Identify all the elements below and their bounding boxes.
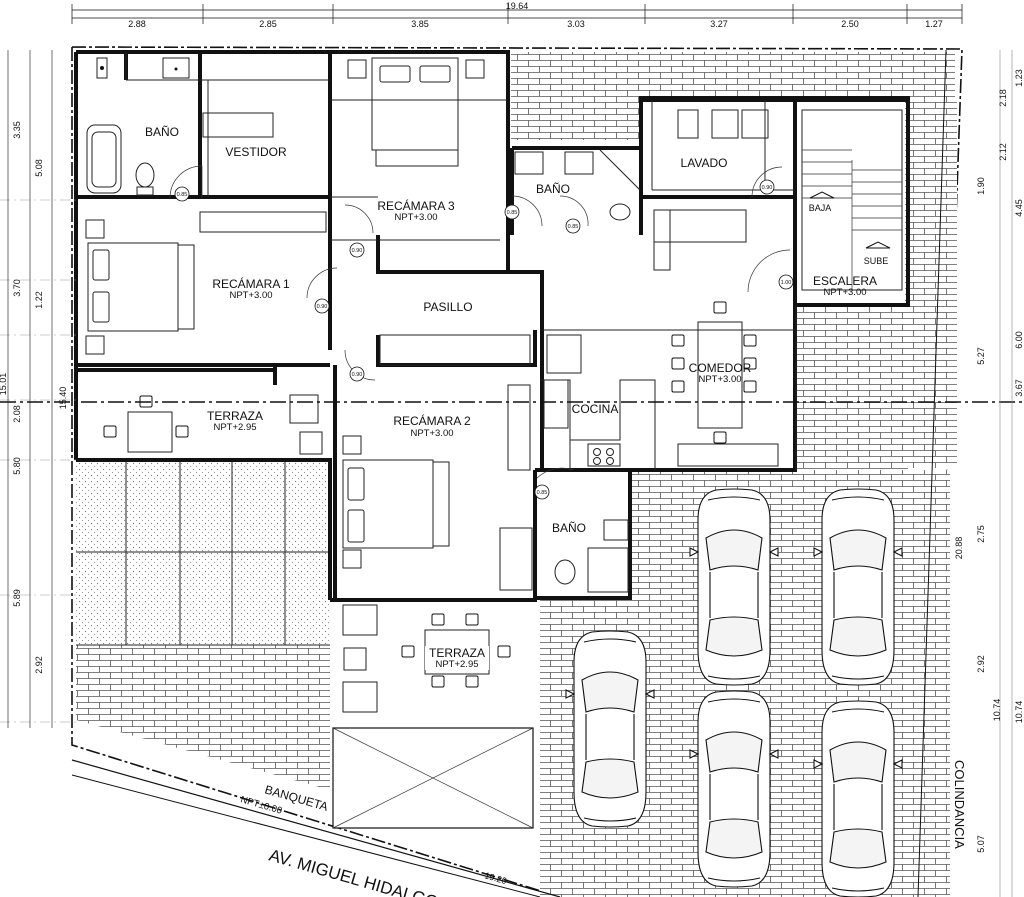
room-label-pasillo: PASILLO: [423, 300, 472, 314]
dimension-right-12: 2.92: [976, 655, 986, 673]
room-label-comedor: COMEDOR: [689, 361, 752, 375]
room-level-recamara-3: NPT+3.00: [394, 212, 437, 223]
dimension-top-total: 19.64: [506, 1, 529, 11]
left-dimensions: 3.35 3.70 2.08 5.80 5.89 5.08 1.22 15.40…: [0, 121, 68, 674]
dimension-left-6: 5.08: [34, 159, 44, 177]
dimension-right-3: 6.00: [1014, 331, 1024, 349]
door-width-7: 0.90: [762, 185, 773, 191]
dimension-left-8: 15.40: [58, 387, 68, 410]
room-label-bano-1: BAÑO: [145, 125, 179, 139]
stair-label-baja: BAJA: [809, 203, 832, 213]
room-level-recamara-1: NPT+3.00: [229, 290, 272, 301]
room-labels: BAÑO VESTIDOR RECÁMARA 3 NPT+3.00 BAÑO L…: [145, 125, 888, 670]
room-label-recamara-3: RECÁMARA 3: [377, 198, 455, 213]
room-label-terraza-1: TERRAZA: [207, 409, 263, 423]
car-1: [689, 488, 779, 686]
room-label-escalera: ESCALERA: [813, 274, 877, 288]
room-label-vestidor: VESTIDOR: [225, 145, 287, 159]
dimension-right-8: 1.90: [976, 177, 986, 195]
room-label-cocina: COCINA: [572, 402, 619, 416]
dimension-right-2: 4.45: [1014, 199, 1024, 217]
dimension-right-14: 5.07: [976, 835, 986, 853]
room-label-lavado: LAVADO: [681, 156, 728, 170]
door-width-6: 0.90: [352, 372, 363, 378]
car-2: [813, 488, 903, 686]
car-4: [689, 690, 779, 888]
dimension-right-4: 3.67: [1014, 379, 1024, 397]
door-tags: [174, 179, 794, 500]
stair-label-sube: SUBE: [864, 256, 889, 266]
dimension-right-6: 2.18: [998, 89, 1008, 107]
door-width-2: 0.85: [507, 210, 518, 216]
car-5: [813, 700, 903, 897]
dimension-right-11: 2.75: [976, 525, 986, 543]
door-width-8: 1.00: [781, 280, 792, 286]
room-label-bano-3: BAÑO: [552, 521, 586, 535]
dimension-right-5: 10.74: [1014, 701, 1024, 724]
dimension-left-9: 2.92: [34, 656, 44, 674]
dimension-top-6: 2.50: [841, 19, 859, 29]
dimension-top-7: 1.27: [925, 19, 943, 29]
room-label-recamara-2: RECÁMARA 2: [393, 413, 471, 428]
dimension-top-3: 3.85: [411, 19, 429, 29]
dimension-left-2: 3.70: [12, 279, 22, 297]
dimension-left-3: 2.08: [12, 405, 22, 423]
right-dimensions: 1.23 4.45 6.00 3.67 10.74 2.18 2.12 1.90…: [954, 69, 1024, 853]
dimension-right-9: 5.27: [976, 347, 986, 365]
door-width-4: 0.90: [352, 248, 363, 254]
interior-walls: [76, 52, 797, 600]
door-width-5: 0.90: [317, 304, 328, 310]
dimension-left-7: 1.22: [34, 291, 44, 309]
door-tag-labels: 0.85 0.85 0.85 0.90 0.90 0.90 0.90 1.00 …: [177, 185, 792, 496]
boundary-label-colindancia: COLINDANCIA: [952, 760, 967, 849]
dimension-right-1: 1.23: [1014, 69, 1024, 87]
dimension-top-4: 3.03: [567, 19, 585, 29]
dimension-left-1: 3.35: [12, 121, 22, 139]
door-width-9: 0.85: [537, 490, 548, 496]
room-level-terraza-2: NPT+2.95: [435, 659, 478, 670]
dimension-right-10: 20.88: [954, 537, 964, 560]
dimension-top-5: 3.27: [710, 19, 728, 29]
room-label-bano-2: BAÑO: [536, 182, 570, 196]
dimension-bottom-total: 19.20: [483, 870, 507, 886]
dimension-top-1: 2.88: [128, 19, 146, 29]
room-level-terraza-1: NPT+2.95: [213, 422, 256, 433]
room-label-recamara-1: RECÁMARA 1: [212, 276, 290, 291]
dimension-left-4: 5.80: [12, 457, 22, 475]
paving-north: [511, 52, 641, 140]
door-width-3: 0.85: [568, 224, 579, 230]
door-swings: [169, 165, 791, 479]
dimension-left-total: 15.01: [0, 373, 8, 396]
street-name: AV. MIGUEL HIDALGO: [267, 846, 441, 897]
dimension-right-13: 10.74: [992, 699, 1002, 722]
car-3: [565, 630, 655, 828]
dimension-right-7: 2.12: [998, 143, 1008, 161]
room-level-comedor: NPT+3.00: [698, 374, 741, 385]
room-level-recamara-2: NPT+3.00: [410, 428, 453, 439]
room-label-terraza-2: TERRAZA: [429, 646, 485, 660]
door-width-1: 0.85: [177, 192, 188, 198]
dimension-top-2: 2.85: [259, 19, 277, 29]
room-level-escalera: NPT+3.00: [823, 287, 866, 298]
dimension-left-5: 5.89: [12, 589, 22, 607]
